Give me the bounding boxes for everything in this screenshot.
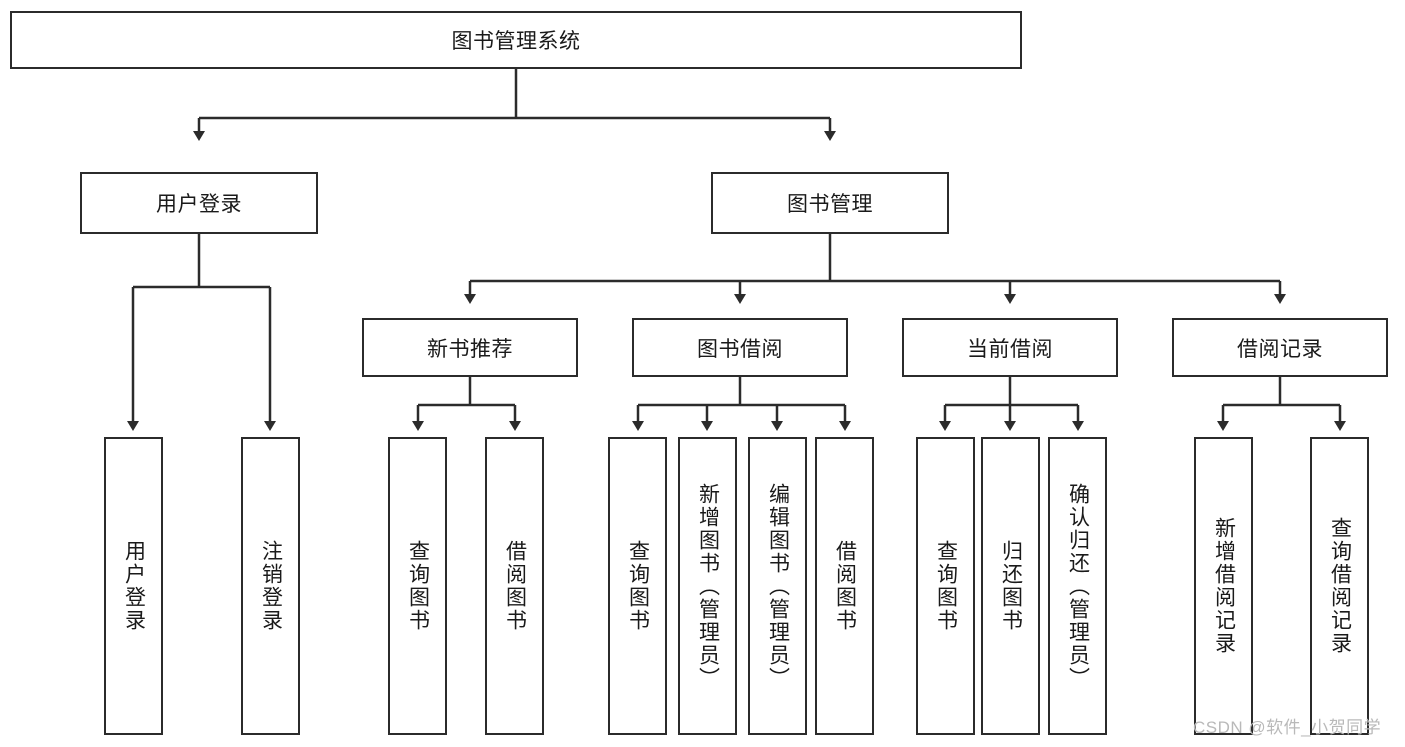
node-current-borrow[interactable]: 当前借阅 xyxy=(902,318,1118,377)
leaf-query-book-2-label: 查询图书 xyxy=(626,540,650,632)
node-current-borrow-label: 当前借阅 xyxy=(967,337,1053,361)
leaf-return-book-label: 归还图书 xyxy=(999,540,1023,632)
leaf-add-record-label: 新增借阅记录 xyxy=(1212,517,1236,655)
leaf-query-record-label: 查询借阅记录 xyxy=(1328,517,1352,655)
node-new-book-recommend[interactable]: 新书推荐 xyxy=(362,318,578,377)
leaf-return-book[interactable]: 归还图书 xyxy=(981,437,1040,735)
leaf-add-record[interactable]: 新增借阅记录 xyxy=(1194,437,1253,735)
leaf-query-book-3[interactable]: 查询图书 xyxy=(916,437,975,735)
leaf-borrow-book-1[interactable]: 借阅图书 xyxy=(485,437,544,735)
leaf-query-book-2[interactable]: 查询图书 xyxy=(608,437,667,735)
leaf-confirm-return[interactable]: 确认归还（管理员） xyxy=(1048,437,1107,735)
node-book-borrow[interactable]: 图书借阅 xyxy=(632,318,848,377)
leaf-borrow-book-2[interactable]: 借阅图书 xyxy=(815,437,874,735)
leaf-logout-label: 注销登录 xyxy=(259,540,283,632)
leaf-user-login[interactable]: 用户登录 xyxy=(104,437,163,735)
leaf-logout[interactable]: 注销登录 xyxy=(241,437,300,735)
node-root[interactable]: 图书管理系统 xyxy=(10,11,1022,69)
leaf-confirm-return-label: 确认归还（管理员） xyxy=(1066,482,1090,690)
node-root-label: 图书管理系统 xyxy=(451,30,581,53)
leaf-query-book-1[interactable]: 查询图书 xyxy=(388,437,447,735)
leaf-query-book-1-label: 查询图书 xyxy=(406,540,430,632)
leaf-add-book-label: 新增图书（管理员） xyxy=(696,482,720,690)
leaf-query-record[interactable]: 查询借阅记录 xyxy=(1310,437,1369,735)
node-user-login[interactable]: 用户登录 xyxy=(80,172,318,234)
node-new-book-recommend-label: 新书推荐 xyxy=(427,337,513,361)
node-book-borrow-label: 图书借阅 xyxy=(697,337,783,361)
node-user-login-label: 用户登录 xyxy=(156,193,242,216)
watermark: CSDN @软件_小贺同学 xyxy=(1193,718,1382,737)
leaf-query-book-3-label: 查询图书 xyxy=(934,540,958,632)
leaf-add-book[interactable]: 新增图书（管理员） xyxy=(678,437,737,735)
leaf-user-login-label: 用户登录 xyxy=(122,540,146,632)
leaf-edit-book[interactable]: 编辑图书（管理员） xyxy=(748,437,807,735)
leaf-borrow-book-1-label: 借阅图书 xyxy=(503,540,527,632)
node-borrow-record[interactable]: 借阅记录 xyxy=(1172,318,1388,377)
node-borrow-record-label: 借阅记录 xyxy=(1237,337,1323,361)
leaf-edit-book-label: 编辑图书（管理员） xyxy=(766,482,790,690)
node-book-manage-label: 图书管理 xyxy=(787,193,873,216)
node-book-manage[interactable]: 图书管理 xyxy=(711,172,949,234)
leaf-borrow-book-2-label: 借阅图书 xyxy=(833,540,857,632)
